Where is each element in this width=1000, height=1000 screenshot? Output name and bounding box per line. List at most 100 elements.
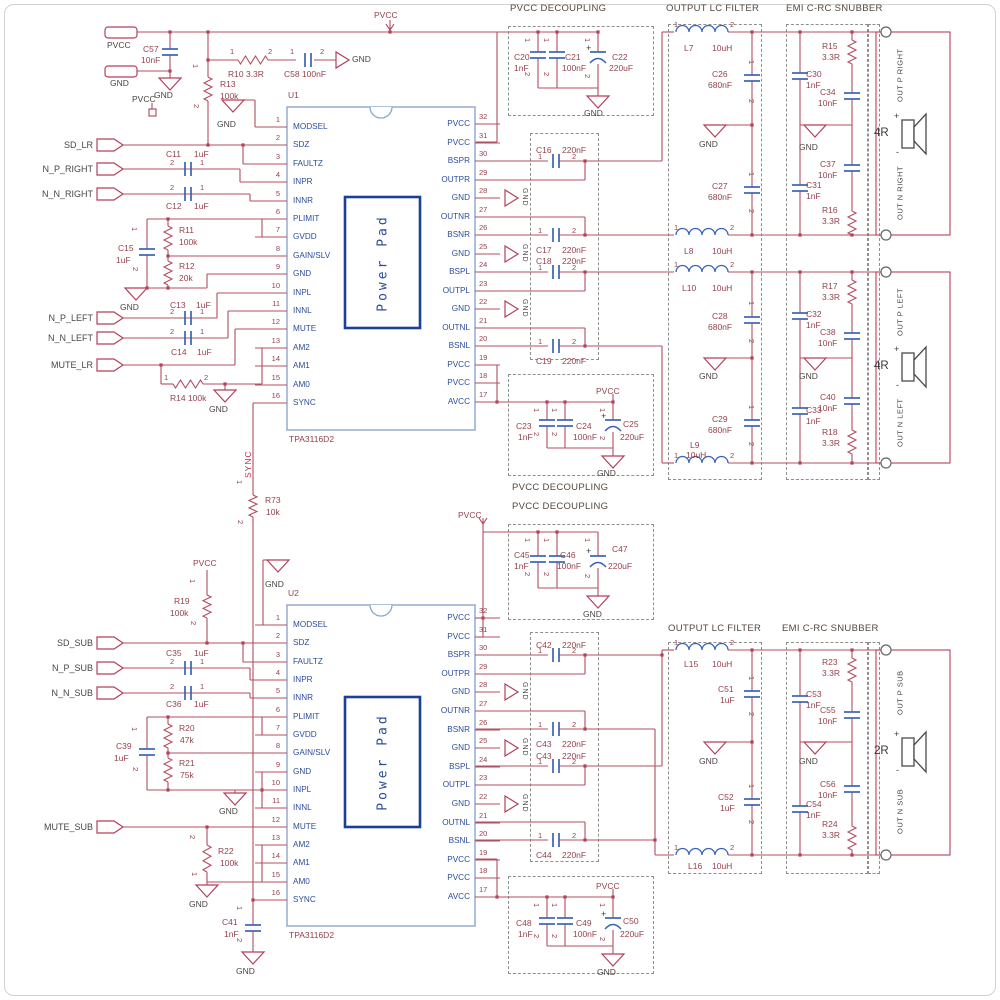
text-label: C38	[820, 327, 836, 337]
port-pin-circle	[880, 26, 892, 38]
power-pad-U1	[343, 195, 422, 330]
text-label: 10uH	[686, 450, 707, 460]
pin-number: 1	[275, 115, 280, 124]
text-label: 1uF	[194, 648, 209, 658]
capacitor-C40	[844, 397, 860, 405]
pin-number: 1	[275, 613, 280, 622]
gnd-symbol	[220, 99, 246, 113]
junction-dot	[798, 270, 802, 274]
pin-number: 9	[275, 262, 280, 271]
gnd-symbol	[802, 741, 828, 755]
port-label-OUT-P-LEFT: OUT P LEFT	[895, 287, 905, 336]
text-label: 2	[523, 72, 532, 77]
text-label: R15	[822, 41, 838, 51]
text-label: GND	[521, 682, 528, 701]
resistor-R20	[162, 723, 174, 749]
text-label: C16	[536, 145, 552, 155]
capacitor-C15	[139, 248, 155, 256]
pin-number: 13	[271, 336, 280, 345]
text-label: R16	[822, 205, 838, 215]
text-label: 220nF	[562, 256, 587, 266]
pin-number: 17	[479, 885, 488, 894]
text-label: 2	[572, 152, 577, 161]
gnd-symbol	[335, 50, 351, 70]
gnd-symbol	[504, 682, 520, 702]
text-label: C21	[565, 52, 581, 62]
connector-label-N_P_RIGHT: N_P_RIGHT	[42, 164, 93, 174]
pin-number: 14	[271, 354, 280, 363]
power-pad-label: Power Pad	[375, 213, 390, 312]
speaker-icon	[913, 345, 927, 389]
text-label: 220uF	[609, 63, 634, 73]
junction-dot	[166, 286, 170, 290]
pin-number: 15	[271, 373, 280, 382]
pin-label-U2-GAIN/SLV: GAIN/SLV	[293, 748, 331, 757]
junction-dot	[388, 30, 392, 34]
text-label: 1	[674, 223, 679, 232]
junction-dot	[750, 356, 754, 360]
section-box	[668, 642, 762, 874]
section-box	[668, 24, 762, 480]
capacitor-C39	[139, 748, 155, 756]
text-label: C11	[166, 149, 181, 159]
text-label: 2	[730, 223, 735, 232]
text-label: C24	[576, 421, 592, 431]
pin-label-U2-MODSEL: MODSEL	[293, 620, 328, 629]
pin-number: 8	[275, 244, 280, 253]
pin-number: 32	[479, 606, 488, 615]
junction-dot	[611, 895, 615, 899]
pin-number: 7	[275, 225, 280, 234]
pin-number: 26	[479, 223, 488, 232]
text-label: 220uF	[620, 929, 645, 939]
pin-number: 16	[271, 391, 280, 400]
text-label: 680nF	[708, 425, 733, 435]
capacitor-C48	[539, 917, 555, 925]
text-label: GND	[521, 188, 528, 207]
gnd-symbol	[157, 77, 183, 91]
text-label: L15	[684, 659, 699, 669]
text-label: C22	[612, 52, 628, 62]
text-label: C29	[712, 414, 728, 424]
text-label: 1	[188, 579, 197, 584]
junction-dot	[241, 641, 245, 645]
text-label: GND	[217, 119, 236, 129]
text-label: C45	[514, 550, 530, 560]
pin-number: 13	[271, 833, 280, 842]
text-label: 1uF	[116, 255, 131, 265]
ic-partnumber-U1: TPA3116D2	[289, 434, 335, 444]
pin-label-U2-AVCC: AVCC	[447, 892, 470, 901]
pin-label-U2-FAULTZ: FAULTZ	[293, 657, 323, 666]
pin-number: 25	[479, 242, 488, 251]
text-label: C15	[118, 243, 134, 253]
text-label: 2	[572, 226, 577, 235]
pin-label-U1-INNR: INNR	[293, 196, 314, 205]
connector-tab-MUTE_LR	[96, 358, 125, 372]
cap-curved-plate	[589, 57, 607, 64]
text-label: 1	[235, 906, 244, 911]
capacitor-C43a	[552, 722, 560, 736]
inductor-L15	[675, 642, 729, 651]
gnd-symbol	[585, 595, 611, 609]
junction-dot	[660, 653, 664, 657]
pin-label-U1-INPR: INPR	[293, 177, 313, 186]
junction-dot	[798, 648, 802, 652]
junction-dot	[206, 143, 210, 147]
text-label: 100nF	[562, 63, 587, 73]
ic-refdes-U1: U1	[288, 90, 299, 100]
text-label: 2	[572, 831, 577, 840]
text-label: 2	[747, 442, 756, 447]
text-label: C34	[820, 87, 836, 97]
capacitor-C13	[184, 311, 192, 325]
junction-dot	[750, 740, 754, 744]
capacitor-C46	[549, 555, 565, 563]
text-label: 1nF	[806, 810, 821, 820]
text-label: 2	[572, 646, 577, 655]
junction-dot	[798, 233, 802, 237]
text-label: C46	[560, 550, 576, 560]
pin-label-U2-OUTNL: OUTNL	[442, 818, 470, 827]
text-label: 100k	[220, 91, 239, 101]
text-label: C43	[536, 751, 552, 761]
inductor-L9	[675, 455, 729, 464]
connector-label-MUTE_LR: MUTE_LR	[50, 360, 93, 370]
gnd-symbol	[222, 792, 248, 806]
